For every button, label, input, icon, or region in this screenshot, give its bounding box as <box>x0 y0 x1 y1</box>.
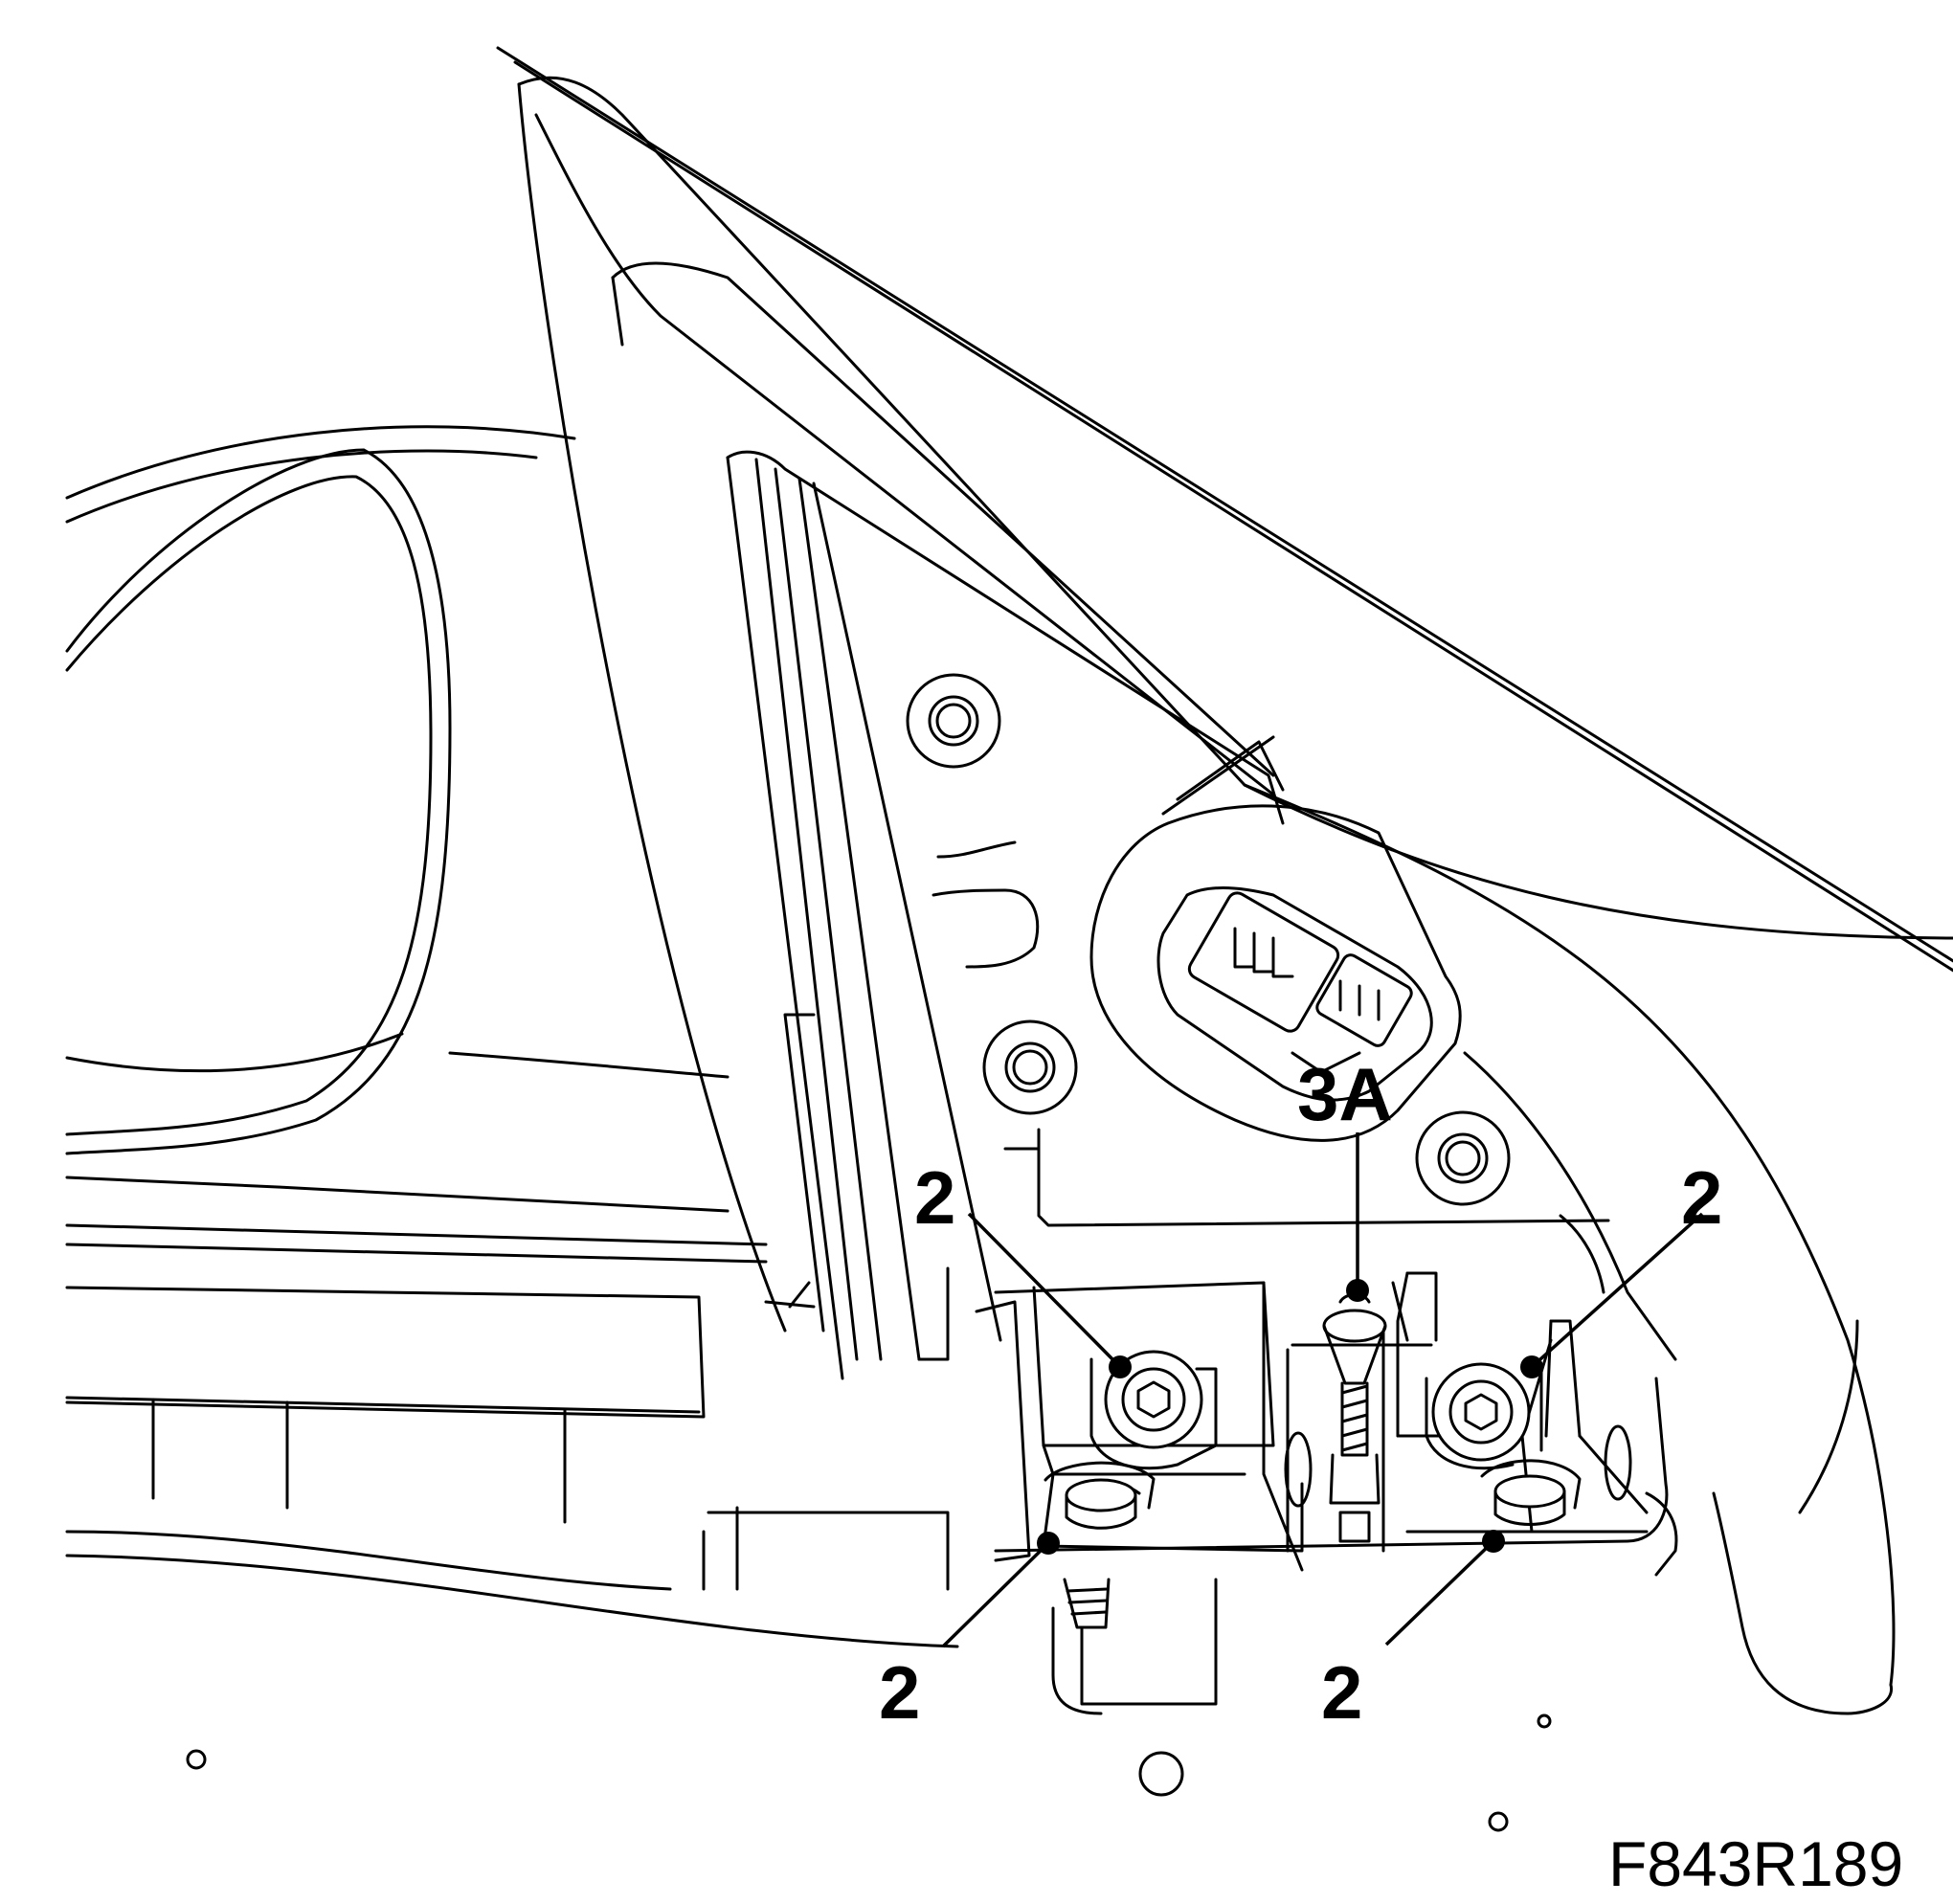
scattered-dots <box>186 1714 1552 1832</box>
mirror-base-cover <box>726 450 1677 1380</box>
figure-id: F843R189 <box>1608 1828 1903 1899</box>
callout-screw-upper-left: 2 <box>914 1155 955 1240</box>
callout-nut-lower-right: 2 <box>1321 1650 1362 1735</box>
screw-2-left <box>1089 1350 1218 1470</box>
electrical-connector <box>1089 804 1462 1142</box>
bracket-slot-right <box>1604 1424 1632 1501</box>
callout-nut-lower-left: 2 <box>879 1650 920 1735</box>
leader-lines <box>941 1132 1704 1648</box>
hole-upper <box>906 673 1001 769</box>
bracket-slot-left <box>1284 1431 1313 1508</box>
nut-2-right <box>1480 1459 1582 1526</box>
a-pillar <box>496 46 1953 1715</box>
mounting-holes <box>906 673 1511 1206</box>
callout-screw-upper-right: 2 <box>1681 1155 1722 1240</box>
nut-2-left <box>1044 1461 1156 1530</box>
threaded-stud <box>1051 1578 1218 1715</box>
door-window-frame <box>65 425 959 1648</box>
hole-right <box>1415 1110 1511 1206</box>
hole-middle <box>982 1019 1078 1115</box>
screw-3a <box>1322 1293 1387 1543</box>
callout-part-3a: 3A <box>1297 1052 1393 1136</box>
